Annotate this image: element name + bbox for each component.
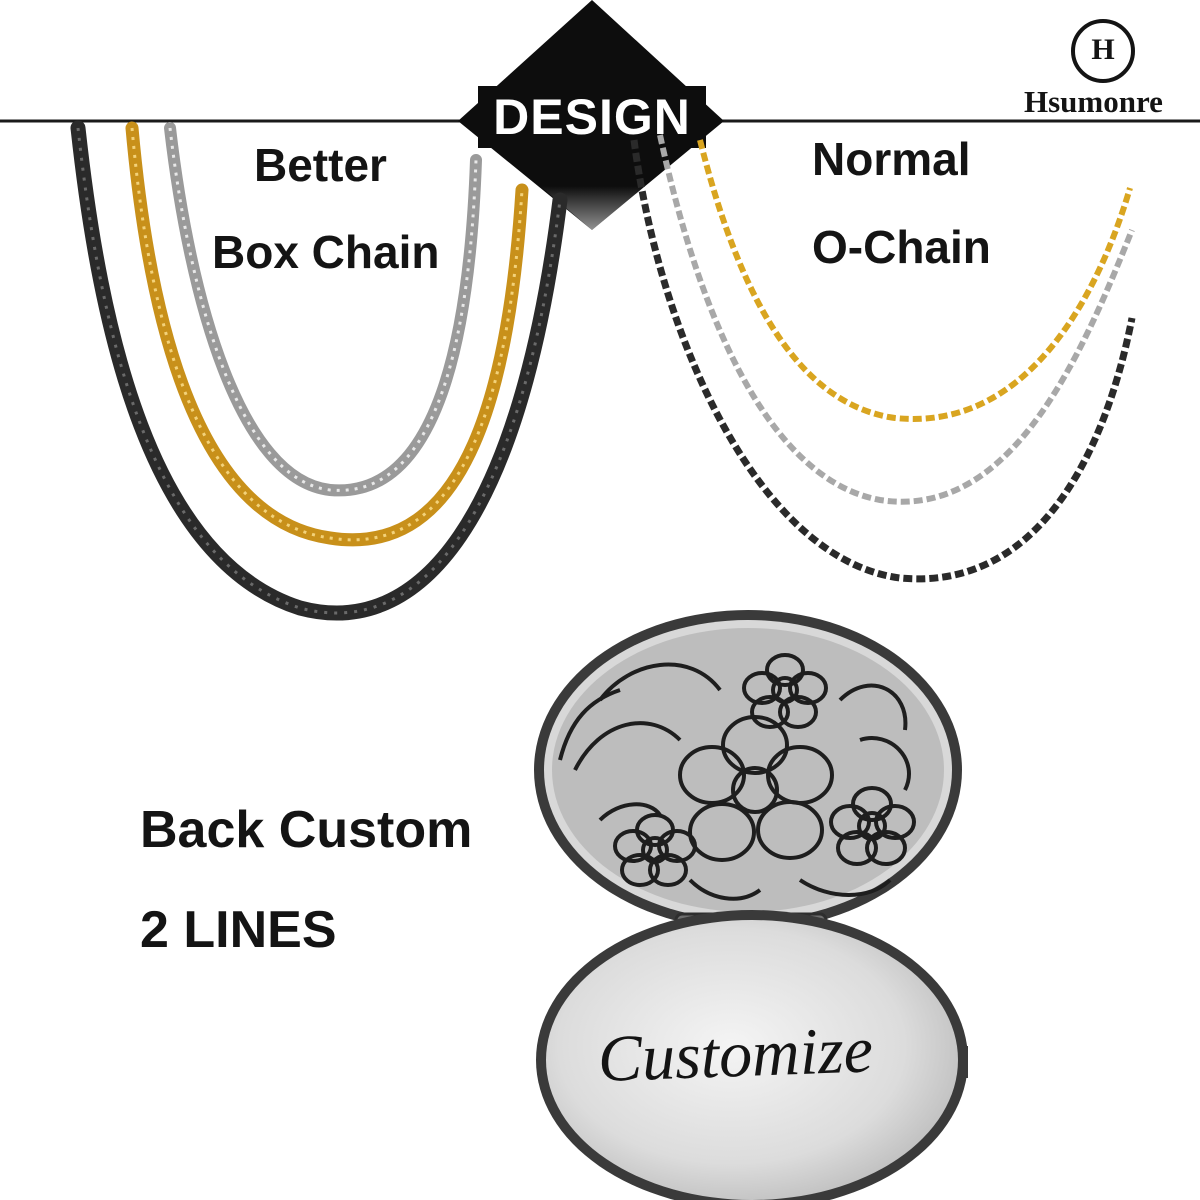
box-chain-title-line1: Better [254,139,387,191]
o-chain-title-line1: Normal [812,133,971,185]
box-chain-title-line2: Box Chain [212,226,440,278]
o-chain-necklace-photo [630,134,1136,583]
two-lines-heading: 2 LINES [140,901,337,959]
design-banner [458,0,724,230]
brand-logo-icon [1071,19,1135,83]
back-custom-heading: Back Custom [140,801,473,859]
brand-name: Hsumonre [1024,84,1163,119]
o-chain-title-line2: O-Chain [812,221,991,273]
design-label: DESIGN [493,89,691,145]
box-chain-necklace-photo [70,120,568,621]
brand-logo-letter: H [1091,33,1115,66]
floral-locket-photo [534,610,968,1200]
engraving-text: Customize [596,1013,875,1096]
